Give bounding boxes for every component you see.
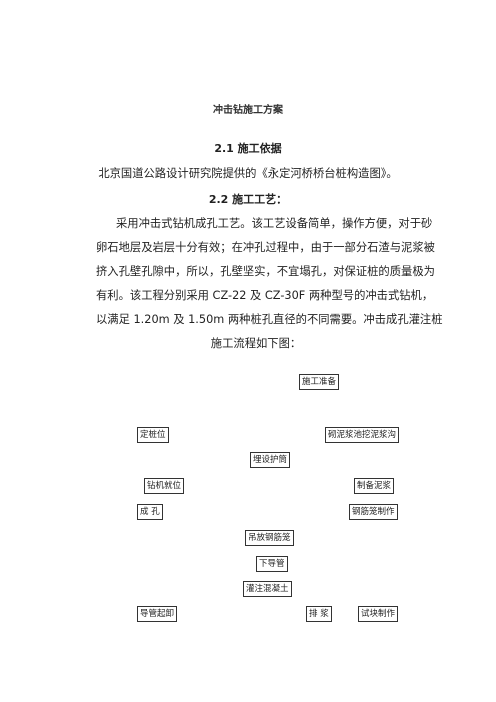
flow-step-discharge-mud: 排 浆 <box>306 606 332 622</box>
flow-step-position-pile: 定桩位 <box>137 427 169 443</box>
paragraph-line: 采用冲击式钻机成孔工艺。该工艺设备简单，操作方便，对于砂 <box>116 217 433 230</box>
flow-step-prepare-mud: 制备泥浆 <box>354 478 395 494</box>
flow-step-drill-in-place: 钻机就位 <box>144 478 185 494</box>
section-heading-basis: 2.1 施工依据 <box>214 142 282 155</box>
paragraph-line: 有利。该工程分别采用 CZ-22 及 CZ-30F 两种型号的冲击式钻机， <box>96 289 434 302</box>
flow-step-hoist-cage: 吊放钢筋笼 <box>245 530 294 546</box>
paragraph-line: 施工流程如下图： <box>210 337 302 350</box>
flow-step-test-block: 试块制作 <box>358 606 399 622</box>
document-title: 冲击钻施工方案 <box>213 105 283 116</box>
flow-step-prep: 施工准备 <box>299 374 340 390</box>
paragraph-line: 挤入孔壁孔隙中，所以，孔壁坚实，不宜塌孔，对保证桩的质量极为 <box>96 265 435 278</box>
section-heading-process: 2.2 施工工艺： <box>208 193 288 206</box>
basis-text: 北京国道公路设计研究院提供的《永定河桥桥台桩构造图》。 <box>98 167 398 180</box>
paragraph-line: 卵石地层及岩层十分有效；在冲孔过程中，由于一部分石渣与泥浆被 <box>96 241 435 254</box>
flow-step-bury-casing: 埋设护筒 <box>250 452 291 468</box>
process-paragraph: 采用冲击式钻机成孔工艺。该工艺设备简单，操作方便，对于砂 卵石地层及岩层十分有效… <box>96 212 443 356</box>
paragraph-line: 以满足 1.20m 及 1.50m 两种桩孔直径的不同需要。冲击成孔灌注桩 <box>96 313 443 326</box>
flow-step-pour-concrete: 灌注混凝土 <box>243 581 292 597</box>
flow-step-dig-pit: 砌泥浆池挖泥浆沟 <box>325 427 400 443</box>
flow-step-cage-make: 钢筋笼制作 <box>349 504 398 520</box>
flow-step-form-hole: 成 孔 <box>137 504 163 520</box>
flow-step-lower-pipe: 下导管 <box>256 556 288 572</box>
flow-step-pull-pipe: 导管起卸 <box>137 606 178 622</box>
